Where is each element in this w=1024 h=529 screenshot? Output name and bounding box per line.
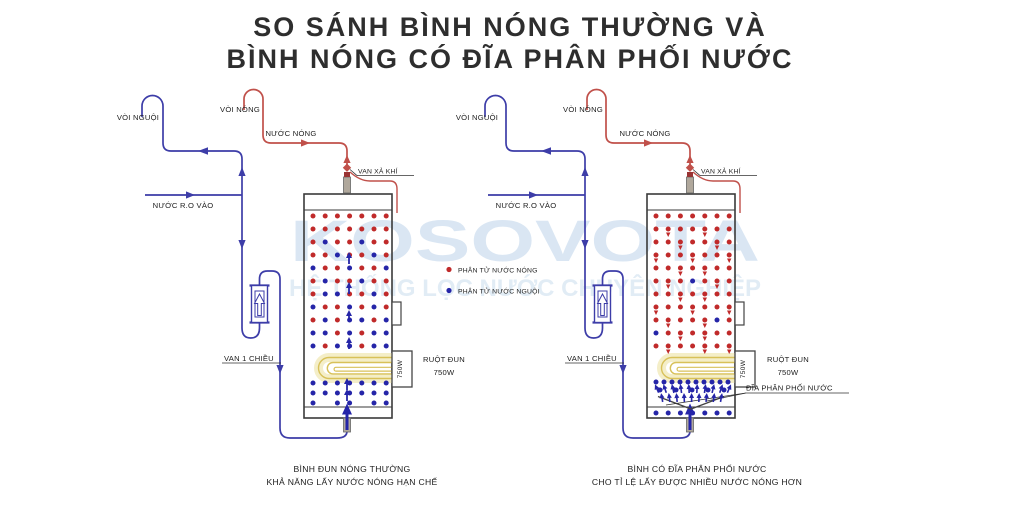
right-diagram-labels: VÒI NGUỘI VÒI NÓNG NƯỚC NÓNG NƯỚC R.O VÀ… <box>456 105 849 487</box>
legend-hot-dot <box>446 266 452 273</box>
left-heater-name-label: RUỘT ĐUN <box>423 355 465 364</box>
right-heater-power-label: 750W <box>778 368 799 377</box>
left-diagram-labels: VÒI NGUỘI VÒI NÓNG NƯỚC NÓNG NƯỚC R.O VÀ… <box>117 105 465 487</box>
legend-hot-label: PHÂN TỬ NƯỚC NÓNG <box>458 266 538 275</box>
watermark-tagline: HỆ THỐNG LỌC NƯỚC CHUYÊN NGHIỆP <box>289 274 761 302</box>
left-cold-tap-label: VÒI NGUỘI <box>117 113 159 122</box>
right-cold-tap-label: VÒI NGUỘI <box>456 113 498 122</box>
left-hot-tap-label: VÒI NÓNG <box>220 105 260 114</box>
right-heater-name-label: RUỘT ĐUN <box>767 355 809 364</box>
right-tank-molecules <box>653 213 732 416</box>
left-heater-power-label: 750W <box>434 368 455 377</box>
left-heater-box-label: 750W <box>397 359 404 378</box>
left-hot-water-label: NƯỚC NÓNG <box>265 129 316 138</box>
right-check-valve-label: VAN 1 CHIỀU <box>567 353 617 363</box>
legend-cold-label: PHÂN TỬ NƯỚC NGUỘI <box>458 287 540 296</box>
right-caption-line-2: CHO TỈ LỆ LẤY ĐƯỢC NHIỀU NƯỚC NÓNG HƠN <box>592 476 802 487</box>
legend-cold-dot <box>446 287 452 294</box>
right-plate-label: ĐĨA PHÂN PHỐI NƯỚC <box>746 383 833 393</box>
right-heater-box-label: 750W <box>740 359 747 378</box>
left-ro-in-label: NƯỚC R.O VÀO <box>153 201 214 210</box>
legend: PHÂN TỬ NƯỚC NÓNG PHÂN TỬ NƯỚC NGUỘI <box>446 266 540 296</box>
title-line-2: BÌNH NÓNG CÓ ĐĨA PHÂN PHỐI NƯỚC <box>227 42 794 74</box>
right-ro-in-label: NƯỚC R.O VÀO <box>496 201 557 210</box>
left-air-valve-leader <box>349 169 358 176</box>
left-caption-line-1: BÌNH ĐUN NÓNG THƯỜNG <box>294 464 411 474</box>
right-hot-water-label: NƯỚC NÓNG <box>619 129 670 138</box>
left-tank-molecules <box>310 213 389 406</box>
right-caption-line-1: BÌNH CÓ ĐĨA PHÂN PHỐI NƯỚC <box>627 463 766 474</box>
title-line-1: SO SÁNH BÌNH NÓNG THƯỜNG VÀ <box>253 11 766 42</box>
right-air-valve-leader <box>692 169 701 176</box>
left-caption-line-2: KHẢ NĂNG LẤY NƯỚC NÓNG HẠN CHẾ <box>266 476 437 487</box>
right-hot-tap-label: VÒI NÓNG <box>563 105 603 114</box>
left-check-valve-label: VAN 1 CHIỀU <box>224 353 274 363</box>
right-air-valve-label: VAN XẢ KHÍ <box>701 167 741 176</box>
left-air-valve-label: VAN XẢ KHÍ <box>358 167 398 176</box>
